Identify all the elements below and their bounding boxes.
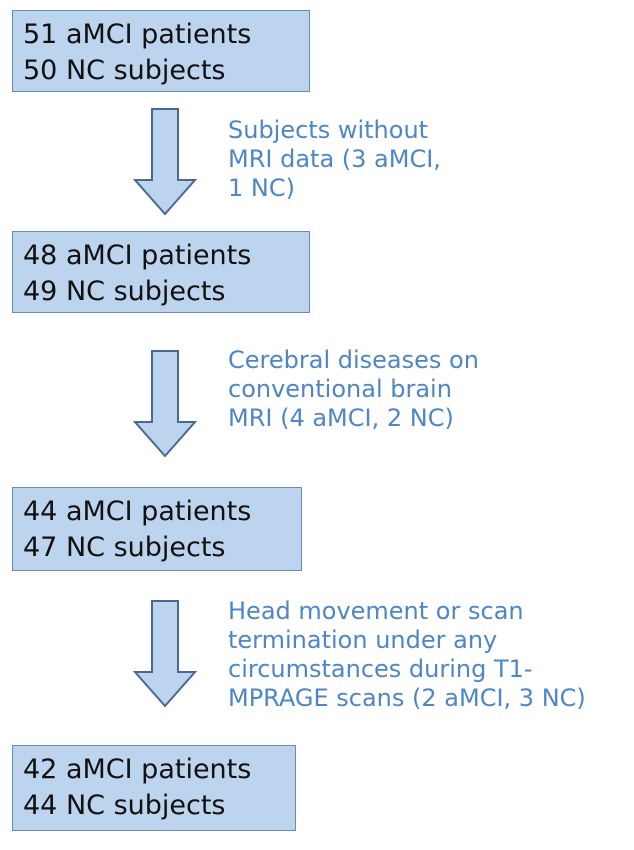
step-4-patients: 42 aMCI patients (23, 754, 252, 785)
exclusion-note-2: Cerebral diseases on conventional brain … (228, 346, 479, 433)
step-1-controls: 50 NC subjects (23, 55, 226, 86)
down-arrow-icon (133, 350, 197, 458)
note-line: termination under any (228, 626, 498, 654)
step-4-controls: 44 NC subjects (23, 790, 226, 821)
down-arrow-icon (133, 108, 197, 216)
note-line: MRI (4 aMCI, 2 NC) (228, 404, 454, 432)
note-line: Subjects without (228, 116, 429, 144)
note-line: 1 NC) (228, 174, 295, 202)
note-line: circumstances during T1- (228, 655, 533, 683)
step-1-patients: 51 aMCI patients (23, 19, 252, 50)
down-arrow-icon (133, 600, 197, 708)
step-2-controls: 49 NC subjects (23, 276, 226, 307)
note-line: Head movement or scan (228, 597, 524, 625)
step-box-1: 51 aMCI patients 50 NC subjects (12, 10, 310, 92)
note-line: Cerebral diseases on (228, 346, 479, 374)
step-3-controls: 47 NC subjects (23, 532, 226, 563)
note-line: MPRAGE scans (2 aMCI, 3 NC) (228, 684, 586, 712)
step-3-patients: 44 aMCI patients (23, 496, 252, 527)
step-box-2: 48 aMCI patients 49 NC subjects (12, 231, 310, 313)
step-box-4: 42 aMCI patients 44 NC subjects (12, 745, 296, 831)
step-box-3: 44 aMCI patients 47 NC subjects (12, 487, 302, 571)
note-line: conventional brain (228, 375, 452, 403)
exclusion-note-1: Subjects without MRI data (3 aMCI, 1 NC) (228, 116, 441, 203)
note-line: MRI data (3 aMCI, (228, 145, 441, 173)
exclusion-note-3: Head movement or scan termination under … (228, 597, 586, 713)
step-2-patients: 48 aMCI patients (23, 240, 252, 271)
